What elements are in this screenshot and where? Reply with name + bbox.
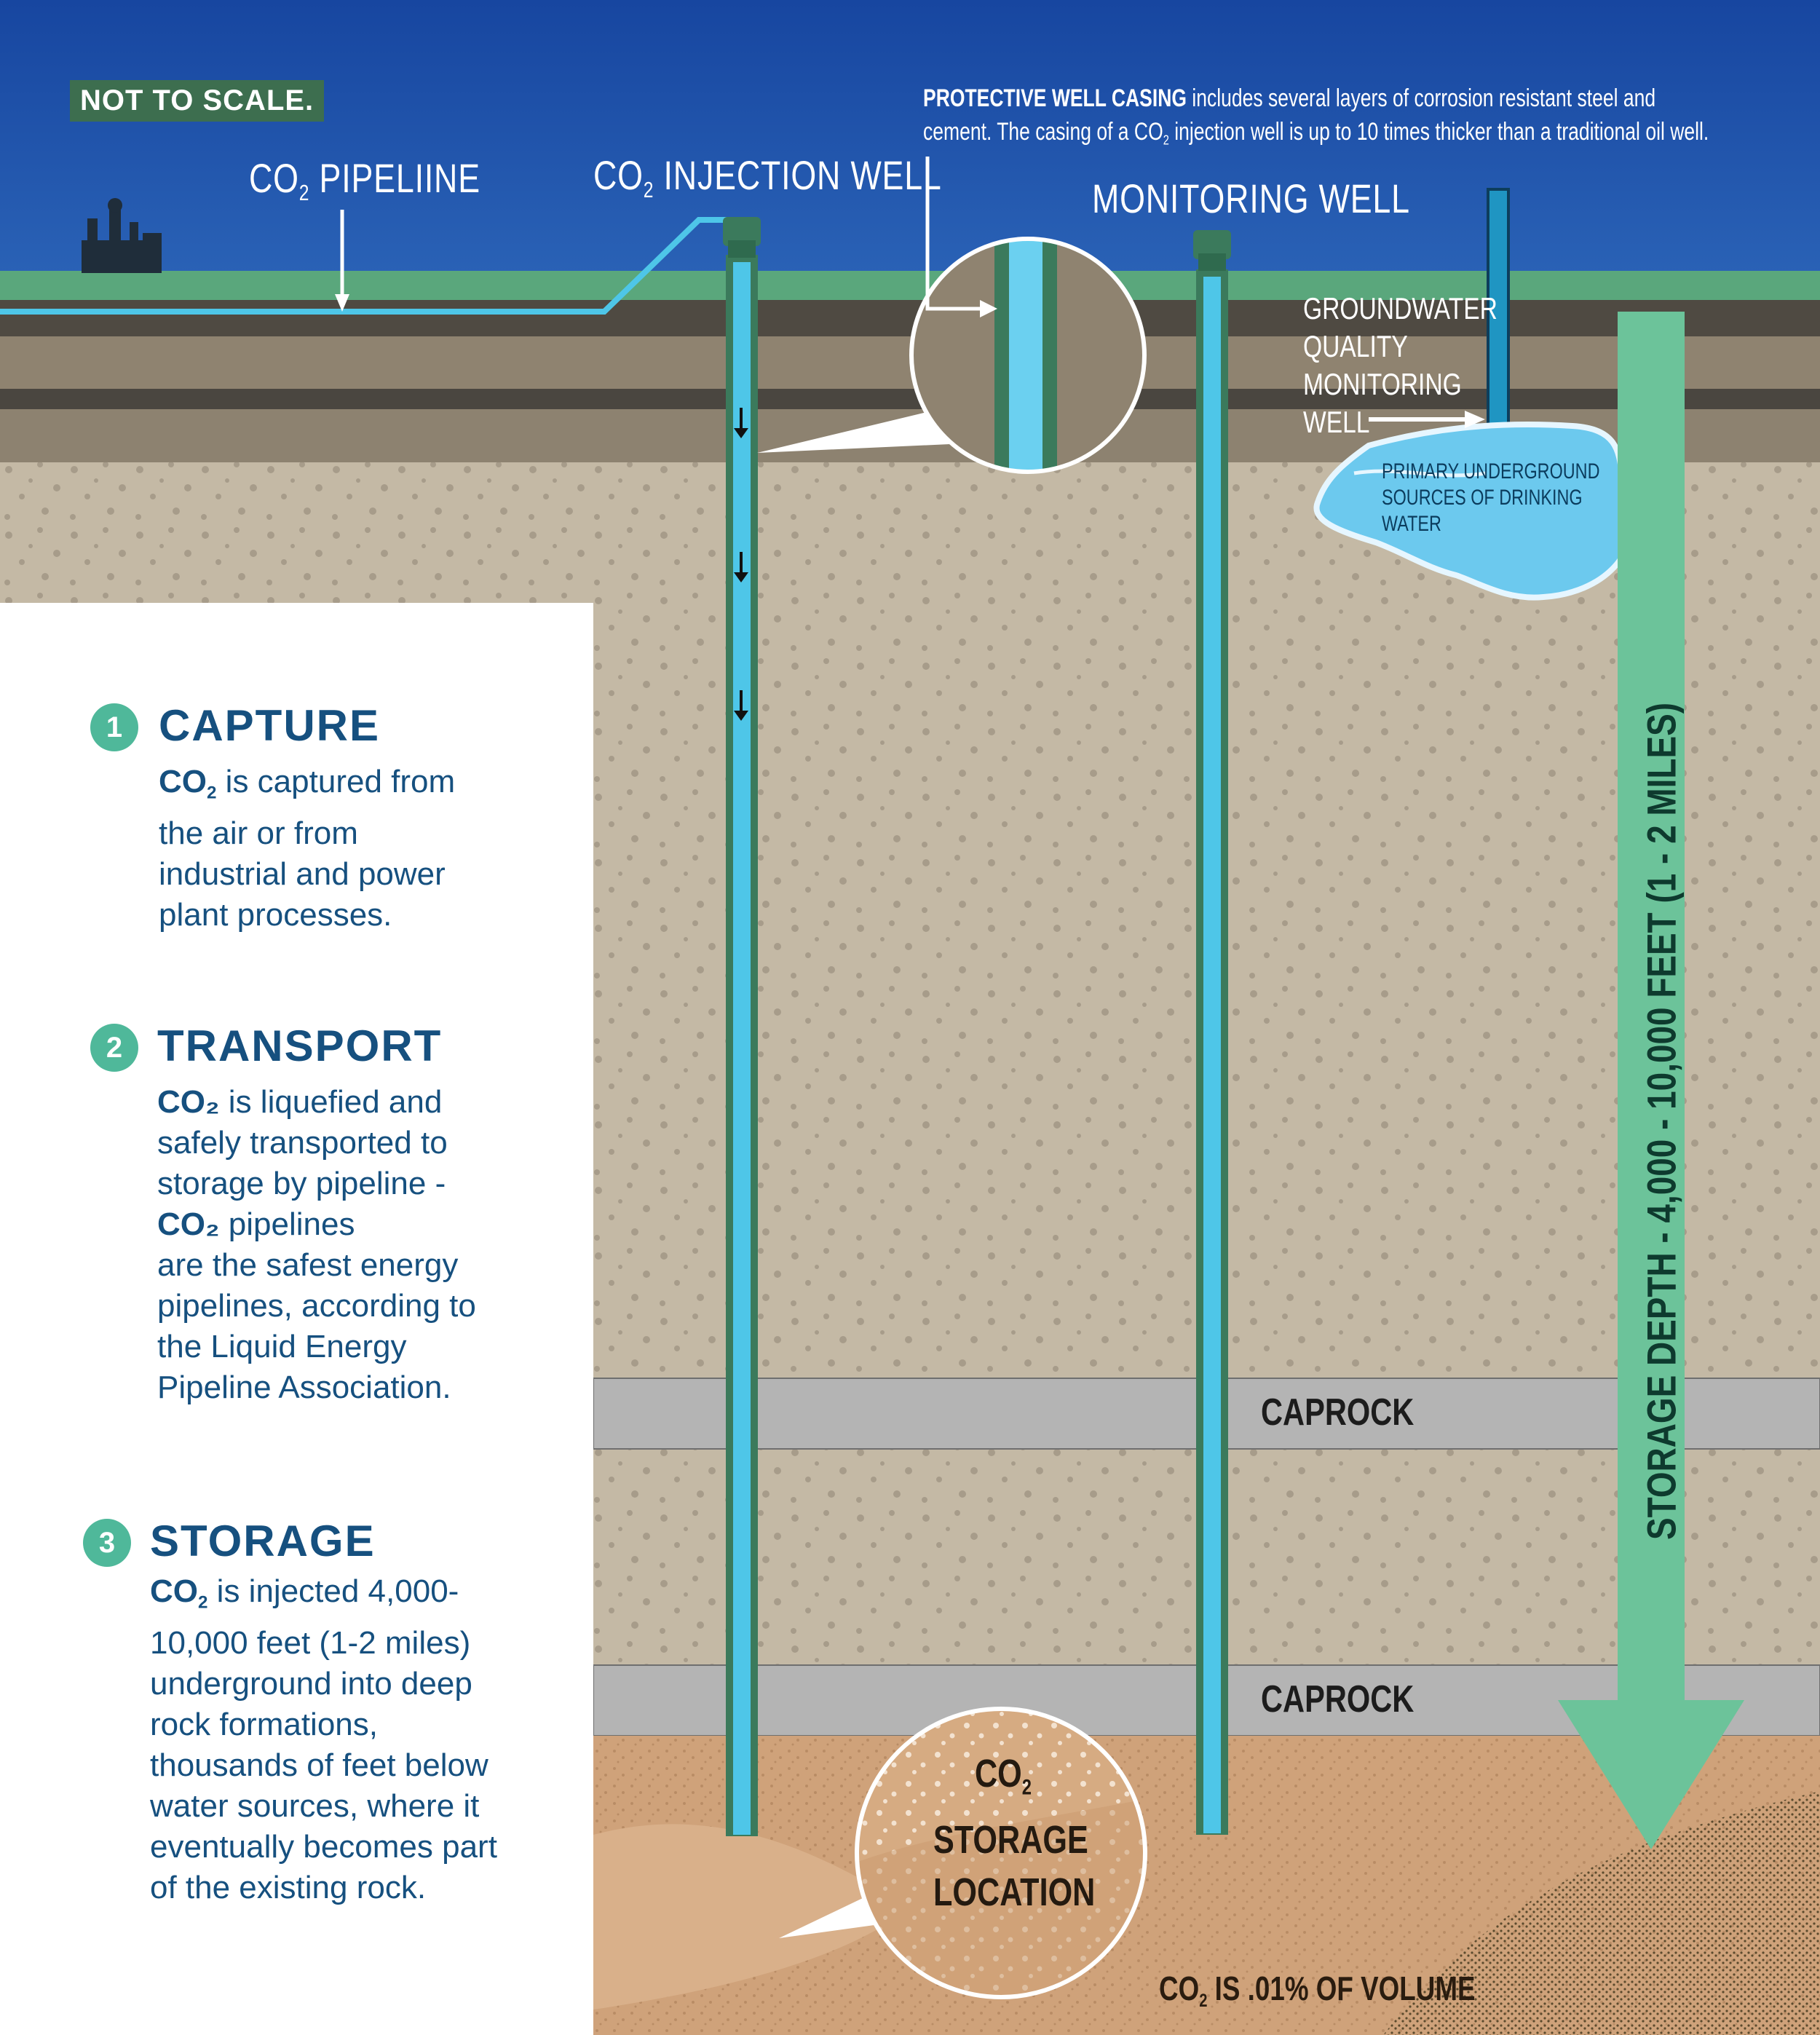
volume-label: CO2 IS .01% OF VOLUME — [1159, 1969, 1476, 2011]
injection-well-label: CO2 INJECTION WELL — [593, 152, 942, 202]
step-number-badge: 3 — [83, 1519, 131, 1567]
monitoring-well-label: MONITORING WELL — [1092, 175, 1410, 221]
casing-pointer — [925, 157, 984, 311]
casing-magnifier — [757, 237, 1147, 474]
injection-well — [723, 217, 761, 1836]
step-number-badge: 1 — [90, 703, 138, 751]
step-body: CO₂ is liquefied and safely transported … — [157, 1084, 476, 1405]
caprock-label-2: CAPROCK — [1261, 1678, 1415, 1720]
storage-location-label: CO2 STORAGE LOCATION — [933, 1752, 1096, 1915]
drinking-water-label: PRIMARY UNDERGROUND SOURCES OF DRINKING … — [1382, 459, 1600, 536]
step-body: CO2 is captured from the air or from ind… — [159, 764, 456, 933]
step-body: CO2 is injected 4,000- 10,000 feet (1-2 … — [150, 1573, 497, 1906]
factory-icon — [82, 198, 162, 273]
flow-arrows — [734, 408, 748, 721]
monitoring-well — [1193, 230, 1231, 1835]
step-number-badge: 2 — [90, 1024, 138, 1072]
soil-layer-dark-2 — [0, 389, 1820, 409]
caprock-label-1: CAPROCK — [1261, 1391, 1415, 1434]
co2-pipeline — [0, 217, 728, 315]
casing-note: PROTECTIVE WELL CASING includes several … — [923, 84, 1709, 148]
soil-layer-dark-1 — [0, 300, 1820, 336]
groundwater-monitoring-label: GROUNDWATER QUALITY MONITORING WELL — [1303, 291, 1497, 439]
step-title: TRANSPORT — [157, 1022, 443, 1070]
drinking-water-aquifer — [1313, 422, 1634, 601]
groundwater-well-pipe — [1487, 188, 1510, 438]
storage-light-dune — [593, 1824, 910, 2010]
storage-depth-arrow — [1558, 312, 1744, 1849]
surface-grass — [0, 271, 1820, 300]
step-title: STORAGE — [150, 1517, 376, 1565]
storage-depth-label: STORAGE DEPTH - 4,000 - 10,000 FEET (1 -… — [1638, 702, 1685, 1541]
storage-magnifier — [779, 1707, 1147, 1999]
step-title: CAPTURE — [159, 701, 381, 750]
steps-panel: 1 CAPTURE CO2 is captured from the air o… — [0, 603, 593, 2035]
storage-dark-dune — [1383, 1791, 1820, 2035]
pipeline-label: CO2 PIPELIINE — [249, 155, 480, 205]
sky — [0, 0, 1820, 277]
not-to-scale-badge: NOT TO SCALE. — [70, 80, 325, 122]
